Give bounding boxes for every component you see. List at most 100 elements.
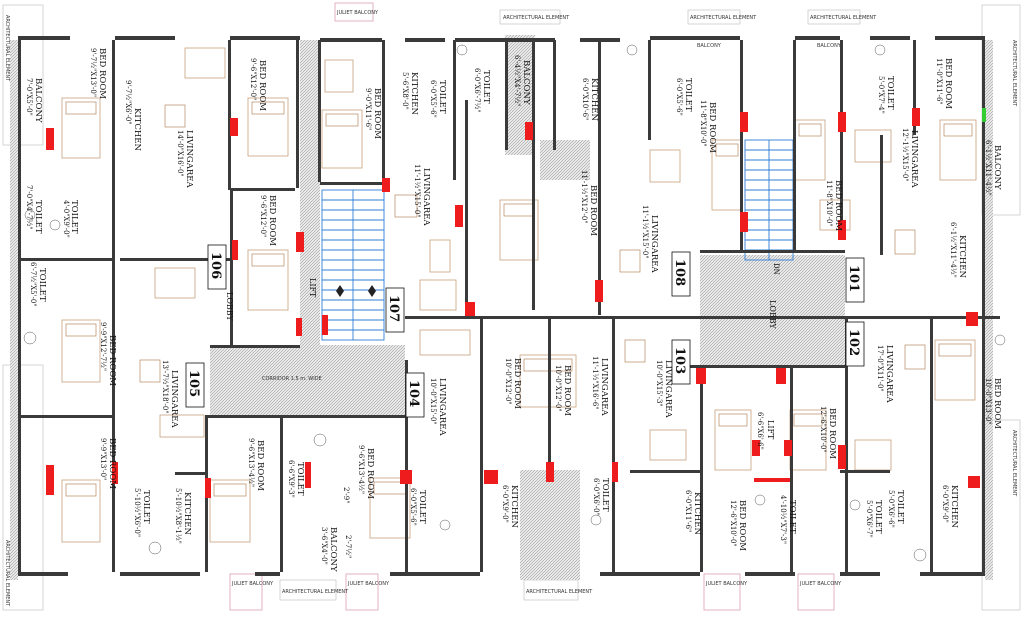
room-text: BED ROOM [107, 335, 117, 386]
room-text: BED ROOM [267, 195, 277, 246]
room-text: BED ROOM [255, 440, 265, 491]
room-text: KITCHEN [132, 108, 142, 151]
room-text: 6'-0"X9'-0" [501, 485, 509, 523]
arch-element-left-bottom: ARCHITECTURAL ELEMENT [4, 540, 10, 607]
room-text: TOILET [481, 70, 491, 104]
room-text: 11'-1½"X15'-0" [413, 164, 421, 218]
room-text: KITCHEN [589, 78, 599, 121]
unit-106: 106 [208, 252, 223, 279]
juliet-balcony-top: JULIET BALCONY [336, 10, 379, 16]
room-text: TOILET [873, 500, 883, 534]
room-text: LIVINGAREA [421, 168, 431, 226]
room-text: TOILET [895, 490, 905, 524]
room-text: 9'-0"X11'-6" [364, 88, 372, 130]
room-text: 3'-6"X4'-0" [320, 527, 328, 565]
room-text: LIVINGAREA [884, 345, 894, 403]
room-text: BED ROOM [372, 88, 382, 139]
room-text: 6'-0"X6'-7½" [473, 68, 481, 113]
room-text: 14'-0"X16'-0" [176, 130, 184, 177]
room-text: 6'-6"X9'-3" [287, 460, 295, 498]
room-text: 6'-0"X5'-6" [409, 488, 417, 526]
room-text: 9'-9"X13'-0" [99, 438, 107, 480]
unit-101: 101 [846, 265, 861, 292]
room-text: TOILET [141, 490, 151, 524]
room-text: BALCONY [33, 78, 43, 123]
room-text: LIVINGAREA [599, 358, 609, 416]
room-text: TOILET [33, 200, 43, 234]
room-text: 11'-1½"X16'-6" [591, 356, 599, 410]
room-text: TOILET [885, 76, 895, 110]
room-text: TOILET [417, 490, 427, 524]
stair-dn-label: DN [772, 263, 780, 275]
room-text: TOILET [295, 462, 305, 496]
juliet-balcony-bottom-2: JULIET BALCONY [347, 581, 390, 587]
arch-element-bottom-1: ARCHITECTURAL ELEMENT [282, 589, 349, 595]
room-text: LIVINGAREA [437, 378, 447, 436]
room-text: BED ROOM [365, 448, 375, 499]
lift-left-label: LIFT [308, 278, 317, 298]
edge-elements [2, 2, 1021, 611]
room-text: 10'-0"X15'-0" [429, 378, 437, 425]
room-text: KITCHEN [949, 485, 959, 528]
room-text: KITCHEN [692, 492, 702, 535]
room-text: 9'-6"X13'-4½" [357, 445, 365, 494]
columns [46, 108, 986, 498]
room-text: 12'-1½"X15'-0" [901, 128, 909, 182]
room-text: 6'-0"X9'-0" [941, 485, 949, 523]
room-text: 11'-1½"X12'-0" [580, 170, 588, 224]
room-text: 10'-0"X15'-3" [655, 360, 663, 407]
room-text: KITCHEN [509, 485, 519, 528]
room-text: 5'-0"X7'-4" [877, 76, 885, 114]
arch-element-right-top: ARCHITECTURAL ELEMENT [1011, 40, 1017, 107]
unit-104: 104 [406, 380, 421, 407]
room-text: 9'-6"X12'-0" [259, 195, 267, 237]
dim-2-7: 2'-7½" [344, 535, 352, 558]
room-text: BED ROOM [992, 378, 1002, 429]
room-text: BALCONY [328, 527, 338, 572]
balcony-small-2: BALCONY [817, 43, 842, 49]
unit-105: 105 [186, 370, 201, 397]
room-text: 9'-7½"X6'-0" [124, 80, 132, 125]
room-text: 12'-6"X10'-0" [729, 500, 737, 547]
lift-right-dim: 6'-6"X6'-6" [756, 412, 764, 450]
room-text: 6'-4½"X4'-7½" [513, 55, 521, 106]
room-text: 6'-0"X10'-6" [581, 78, 589, 120]
room-text: 9'-6"X13'-4½" [247, 438, 255, 487]
balcony-small-1: BALCONY [697, 43, 722, 49]
arch-element-left-top: ARCHITECTURAL ELEMENT [4, 15, 10, 82]
room-text: 10'-0"X12'-0" [504, 358, 512, 405]
room-text: 5'-0"X6'-6" [887, 490, 895, 528]
room-text: TOILET [600, 478, 610, 512]
room-text: LIVINGAREA [909, 130, 919, 188]
room-text: 6'-1½"X11'-4½" [949, 222, 957, 278]
